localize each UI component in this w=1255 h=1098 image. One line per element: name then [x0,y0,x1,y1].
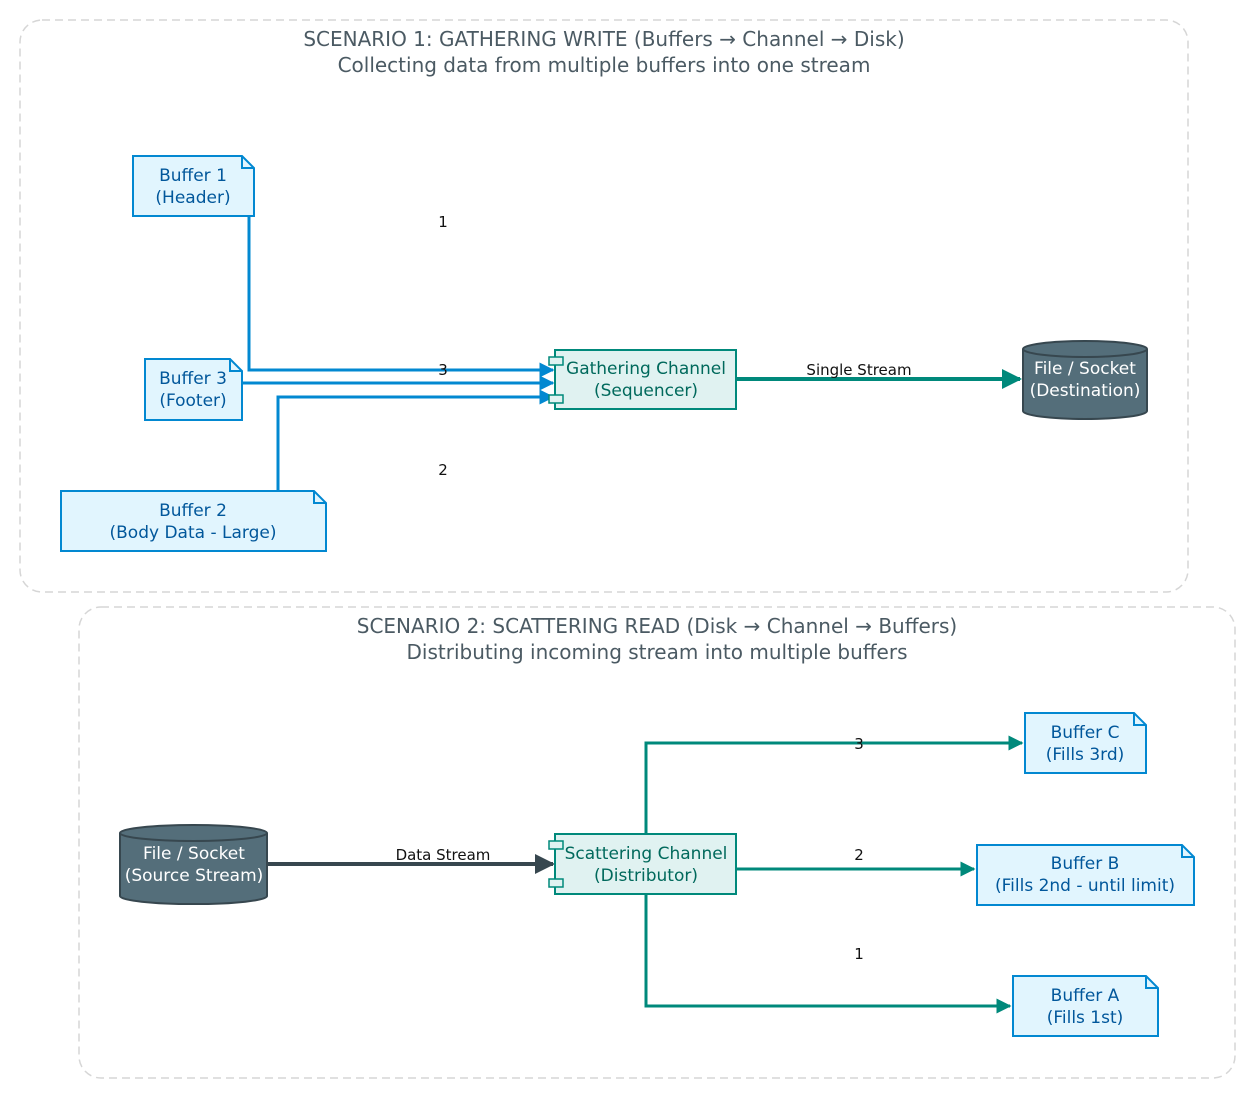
edge-label-single-stream: Single Stream [806,361,911,379]
edge-label-1: 1 [438,213,448,231]
scenario1-subtitle: Collecting data from multiple buffers in… [338,53,871,77]
bufferC-sublabel: (Fills 3rd) [1046,745,1125,765]
edge-buffer2-to-channel: 2 [276,389,555,491]
bufferA-label: Buffer A [1051,986,1120,1006]
edge-channel-to-bufferC: 3 [644,735,1024,834]
bufferA-sublabel: (Fills 1st) [1047,1008,1124,1028]
buffer1-node[interactable]: Buffer 1 (Header) [132,155,255,217]
bufferA-node[interactable]: Buffer A (Fills 1st) [1012,975,1159,1037]
destination-label: File / Socket [1034,359,1136,379]
edge-label-3: 3 [438,361,448,379]
edge-buffer1-to-channel: 1 [247,213,555,378]
bufferB-node[interactable]: Buffer B (Fills 2nd - until limit) [976,844,1195,906]
bufferB-label: Buffer B [1051,854,1120,874]
edge-channel-to-bufferB: 2 [736,846,976,877]
scenario1-title: SCENARIO 1: GATHERING WRITE (Buffers → C… [303,27,904,51]
buffer1-label: Buffer 1 [159,166,227,186]
edge-channel-to-bufferA: 1 [644,894,1012,1014]
scattering-channel-node[interactable]: Scattering Channel (Distributor) [548,833,737,895]
buffer1-sublabel: (Header) [155,188,230,208]
source-database-node[interactable]: File / Socket (Source Stream) [119,824,268,906]
gathering-channel-node[interactable]: Gathering Channel (Sequencer) [548,349,737,410]
buffer3-label: Buffer 3 [159,369,227,389]
gathering-channel-sublabel: (Sequencer) [594,381,698,401]
scenario2-title: SCENARIO 2: SCATTERING READ (Disk → Chan… [357,614,958,638]
bufferB-sublabel: (Fills 2nd - until limit) [995,876,1175,896]
gathering-channel-label: Gathering Channel [566,359,726,379]
edge-source-to-scattering-channel: Data Stream [267,846,555,874]
buffer3-node[interactable]: Buffer 3 (Footer) [144,358,243,421]
buffer3-sublabel: (Footer) [159,391,226,411]
bufferC-node[interactable]: Buffer C (Fills 3rd) [1024,712,1147,774]
edge-label-1b: 1 [854,945,864,963]
source-sublabel: (Source Stream) [125,866,264,886]
destination-database-node[interactable]: File / Socket (Destination) [1022,340,1148,420]
buffer2-label: Buffer 2 [159,501,227,521]
edge-label-data-stream: Data Stream [396,846,491,864]
scattering-channel-sublabel: (Distributor) [594,866,698,886]
buffer2-sublabel: (Body Data - Large) [110,523,277,543]
edge-label-3b: 3 [854,735,864,753]
edge-buffer3-to-channel: 3 [241,361,555,391]
source-label: File / Socket [143,844,245,864]
edge-channel-to-destination: Single Stream [736,361,1022,389]
scenario1-cluster: SCENARIO 1: GATHERING WRITE (Buffers → C… [19,19,1189,593]
edge-label-2b: 2 [854,846,864,864]
scattering-channel-label: Scattering Channel [565,844,728,864]
scenario2-subtitle: Distributing incoming stream into multip… [407,640,908,664]
buffer2-node[interactable]: Buffer 2 (Body Data - Large) [60,490,327,552]
edge-label-2: 2 [438,461,448,479]
scenario2-cluster: SCENARIO 2: SCATTERING READ (Disk → Chan… [78,606,1236,1079]
destination-sublabel: (Destination) [1030,381,1141,401]
bufferC-label: Buffer C [1051,723,1120,743]
